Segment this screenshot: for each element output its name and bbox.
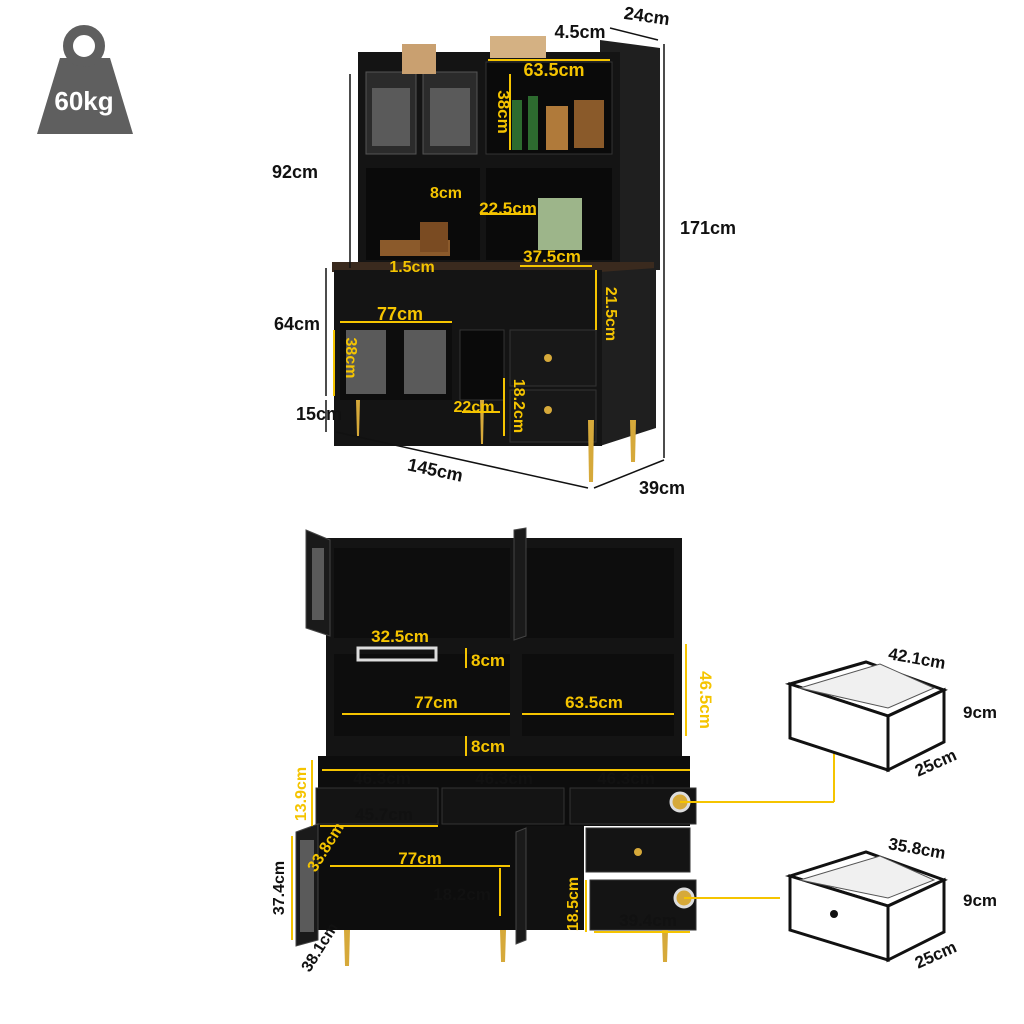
upper-shelf-width-label: 63.5cm [523,60,584,80]
drawer-1-width-label: 42.1cm [887,644,947,673]
open-right-width-label: 63.5cm [565,693,623,712]
drawer-detail-2: 35.8cm 9cm 25cm [684,834,997,972]
weight-icon [37,58,133,134]
drawer-1-height-label: 9cm [963,703,997,722]
drawer-row-height-label: 13.9cm [293,767,310,821]
drawer-detail-1: 42.1cm 9cm 25cm [680,644,997,803]
cubby-width-label: 22cm [454,399,495,416]
drawer-2-height-label: 9cm [963,891,997,910]
cubby-height-label: 18.2cm [510,379,527,433]
lower-open-width-label: 77cm [398,849,441,868]
lower-gap-label: 8cm [471,737,505,756]
top-depth-label: 24cm [623,3,671,29]
side-drawer-height-label: 18.5cm [565,877,582,931]
drawer-2-width-label: 35.8cm [887,834,947,863]
middle-gap-label: 22.5cm [479,199,537,218]
rack-gap-label: 8cm [471,651,505,670]
side-drawer-width-label: 39.4cm [619,911,677,930]
weight-badge: 60kg [37,25,133,134]
leg-height-label: 15cm [296,404,342,424]
glass-rack-gap-label: 8cm [430,185,462,202]
rack-width-label: 32.5cm [371,627,429,646]
counter-depth-label: 37.5cm [523,247,581,266]
drawer-2-label: 46.3cm [475,769,533,788]
lower-height-label: 64cm [274,314,320,334]
cabinet-front-view: 92cm 64cm 15cm 145cm 39cm 171cm 24cm 4.5… [272,3,736,498]
weight-label: 60kg [54,86,113,116]
cabinet-open-view: 32.5cm 8cm 77cm 63.5cm 46.5cm 8cm 13.9cm… [271,527,715,975]
lower-width-label: 77cm [377,304,423,324]
counter-ledge-label: 1.5cm [389,259,434,276]
shelf-height-label: 18.2cm [433,885,491,904]
drawer-1-label: 46.3cm [353,769,411,788]
upper-height-label: 92cm [272,162,318,182]
depth-label: 39cm [639,478,685,498]
upper-shelf-height-label: 38cm [494,90,513,133]
lower-door-height-label: 38cm [342,338,359,379]
open-height-label: 46.5cm [696,671,715,729]
top-offset-label: 4.5cm [554,22,605,42]
drawer-zone-height-label: 21.5cm [602,287,619,341]
door-height-label: 37.4cm [271,861,288,915]
open-left-width-label: 77cm [414,693,457,712]
drawer-3-label: 46.3cm [597,769,655,788]
inner-drawer-label: 45.7cm [355,805,413,824]
total-height-label: 171cm [680,218,736,238]
